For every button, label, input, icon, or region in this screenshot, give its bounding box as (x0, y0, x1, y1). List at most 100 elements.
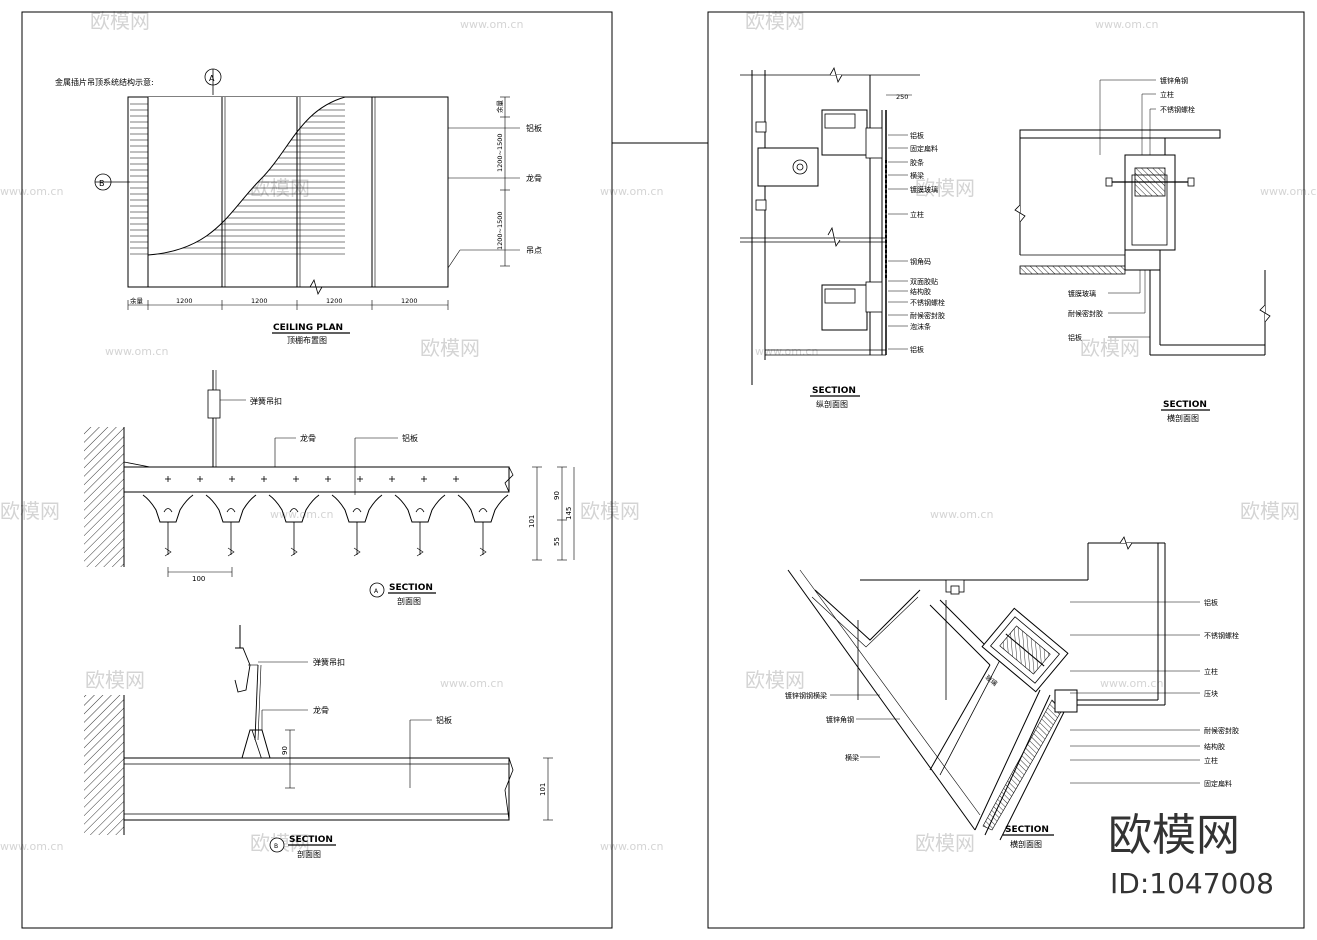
brand-id: ID:1047008 (1110, 867, 1274, 900)
corner-section-subtitle: 横剖面图 (1010, 839, 1042, 849)
panel-clip-inner (478, 508, 488, 513)
section-a: 弹簧吊扣 龙骨 铝板 100 101 90 55 145 A (84, 370, 575, 606)
plan-dim-end: 余量 (130, 296, 144, 305)
section-b-subtitle: 剖面图 (297, 849, 321, 859)
watermark-text: www.om.cn (930, 508, 993, 521)
plan-note: 金属插片吊顶系统结构示意: (55, 77, 154, 87)
plan-dim-0: 1200 (176, 297, 193, 305)
corner-section-label: 镀锌角钢 (826, 715, 854, 724)
corner-section-label: 结构胶 (1204, 742, 1225, 751)
section-b-label-clip: 弹簧吊扣 (313, 657, 345, 667)
panel-clips (142, 494, 509, 557)
section-b-title: SECTION (289, 835, 333, 845)
ceiling-plan-title: CEILING PLAN (273, 323, 343, 333)
watermark-text: 欧模网 (420, 336, 480, 360)
section-a-label-keel: 龙骨 (300, 433, 316, 443)
cross-section-label: 不锈钢螺栓 (1160, 105, 1195, 114)
corner-section-label: 立柱 (1204, 667, 1218, 676)
long-section-subtitle: 纵剖面图 (816, 399, 848, 409)
cross-section-subtitle: 横剖面图 (1167, 413, 1199, 423)
watermark-text: 欧模网 (915, 176, 975, 200)
watermark-text: 欧模网 (90, 9, 150, 33)
panel-clip-inner (163, 508, 173, 513)
long-section-label: 钢角码 (910, 257, 931, 266)
plan-dim-3: 1200 (401, 297, 418, 305)
long-section-label: 横梁 (910, 171, 924, 180)
panel-leg-break (164, 547, 172, 557)
watermark-text: 欧模网 (0, 499, 60, 523)
cross-section-label: 铝板 (1068, 333, 1082, 342)
left-sheet-frame (21, 11, 613, 929)
section-a-marker: A (374, 588, 379, 595)
watermark-text: 欧模网 (745, 668, 805, 692)
long-section-label: 立柱 (910, 210, 924, 219)
long-section-title: SECTION (812, 386, 856, 396)
panel-clip-inner (415, 508, 425, 513)
watermark-text: 欧模网 (85, 668, 145, 692)
corner-section-label: 横梁 (845, 753, 859, 762)
watermark-text: 欧模网 (1240, 499, 1300, 523)
long-section-label: 双面胶贴 (910, 277, 938, 286)
marker-b-label: B (99, 179, 105, 188)
watermark-text: www.om.cn (440, 677, 503, 690)
plan-dim-2: 1200 (326, 297, 343, 305)
panel-leg-break (416, 547, 424, 557)
long-section-labels: 铝板固定扁料胶条横梁镀膜玻璃立柱钢角码双面胶贴结构胶不锈钢螺栓耐候密封胶泡沫条铝… (888, 131, 945, 354)
plan-label-hanger: 吊点 (526, 246, 542, 255)
marker-a-label: A (209, 74, 215, 83)
section-b-dim-d2: 101 (539, 783, 547, 796)
plan-vdim-2: 1200~1500 (496, 211, 504, 250)
keel-bolt-marks (165, 476, 459, 482)
cross-section-title: SECTION (1163, 400, 1207, 410)
corner-section-label: 不锈钢螺栓 (1204, 631, 1239, 640)
watermark-text: 欧模网 (745, 9, 805, 33)
watermark-text: www.om.cn (600, 185, 663, 198)
corner-section-label: 铝板 (1204, 598, 1218, 607)
corner-section-label: 镀锌钢钢横梁 (785, 691, 827, 700)
plan-label-keel: 龙骨 (526, 173, 542, 183)
watermark-text: 欧模网 (580, 499, 640, 523)
section-a-dim-d4: 101 (528, 515, 536, 528)
right-sheet-frame (707, 11, 1305, 929)
panel-clip-inner (289, 508, 299, 513)
brand-name: 欧模网 (1108, 810, 1240, 861)
long-section-label: 镀膜玻璃 (910, 185, 938, 194)
long-section-label: 泡沫条 (910, 322, 931, 331)
panel-leg-break (290, 547, 298, 557)
long-section: 250 铝板固定扁料胶条横梁镀膜玻璃立柱钢角码双面胶贴结构胶不锈钢螺栓耐候密封胶… (740, 66, 945, 409)
watermark-text: 欧模网 (1080, 336, 1140, 360)
corner-section-label: 固定扁料 (1204, 779, 1232, 788)
panel-leg-break (353, 547, 361, 557)
corner-section-label: 立柱 (1204, 756, 1218, 765)
corner-section-label: 压块 (1204, 689, 1218, 698)
long-section-dim: 250 (896, 93, 908, 101)
watermark-text: www.om.cn (1095, 18, 1158, 31)
brand-mark: 欧模网 ID:1047008 (1108, 810, 1274, 900)
panel-clip-inner (226, 508, 236, 513)
watermark-text: www.om.cn (1260, 185, 1317, 198)
watermark-text: www.om.cn (105, 345, 168, 358)
watermark-text: www.om.cn (460, 18, 523, 31)
cross-section-label: 镀膜玻璃 (1068, 289, 1096, 298)
watermark-text: www.om.cn (0, 840, 63, 853)
section-b-marker: B (274, 843, 278, 850)
corner-section-label: 耐候密封胶 (1204, 726, 1239, 735)
section-a-dim-pitch: 100 (192, 575, 205, 583)
corner-section: 玻璃 镀锌钢钢横梁镀锌角钢横梁铝板不锈钢螺栓立柱压块耐候密封胶结构胶立柱固定扁料… (785, 536, 1239, 849)
section-a-dim-d2: 55 (553, 537, 561, 546)
corner-section-title: SECTION (1005, 825, 1049, 835)
section-b-label-panel: 铝板 (436, 715, 452, 725)
section-a-subtitle: 剖面图 (397, 596, 421, 606)
watermark-text: www.om.cn (0, 185, 63, 198)
section-a-label-panel: 铝板 (402, 433, 418, 443)
watermark-text: www.om.cn (1100, 677, 1163, 690)
section-b-label-keel: 龙骨 (313, 705, 329, 715)
long-section-label: 胶条 (910, 158, 924, 167)
watermark-text: 欧模网 (915, 831, 975, 855)
panel-leg-break (227, 547, 235, 557)
